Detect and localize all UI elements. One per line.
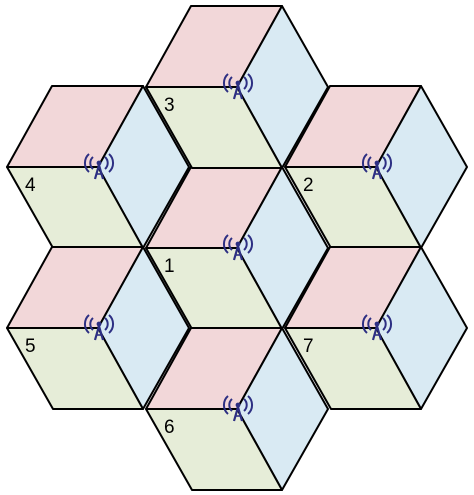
cell-label: 3: [164, 95, 175, 116]
cell-4: 4: [6, 85, 190, 249]
cell-tower-antenna-icon: [222, 395, 254, 422]
left-rhombus: [284, 327, 422, 410]
left-rhombus: [145, 408, 283, 491]
cells-layer: 1 2 3 4 5 6 7: [6, 5, 468, 491]
cell-5: 5: [6, 246, 190, 410]
cell-1: 1: [145, 166, 329, 330]
cell-tower-antenna-icon: [83, 153, 115, 180]
cell-tower-antenna-icon: [83, 314, 115, 341]
left-rhombus: [6, 327, 144, 410]
cell-3: 3: [145, 5, 329, 169]
cell-6: 6: [145, 327, 329, 491]
left-rhombus: [145, 86, 283, 169]
cell-label: 2: [303, 175, 314, 196]
cell-7: 7: [284, 246, 468, 410]
cell-label: 1: [164, 256, 175, 277]
cell-label: 7: [303, 336, 314, 357]
cell-tower-antenna-icon: [361, 314, 393, 341]
cell-2: 2: [284, 85, 468, 249]
cell-label: 5: [25, 336, 36, 357]
cell-label: 4: [25, 175, 36, 196]
cell-tower-antenna-icon: [222, 73, 254, 100]
cell-tower-antenna-icon: [361, 153, 393, 180]
cell-label: 6: [164, 417, 175, 438]
cell-tower-antenna-icon: [222, 234, 254, 261]
